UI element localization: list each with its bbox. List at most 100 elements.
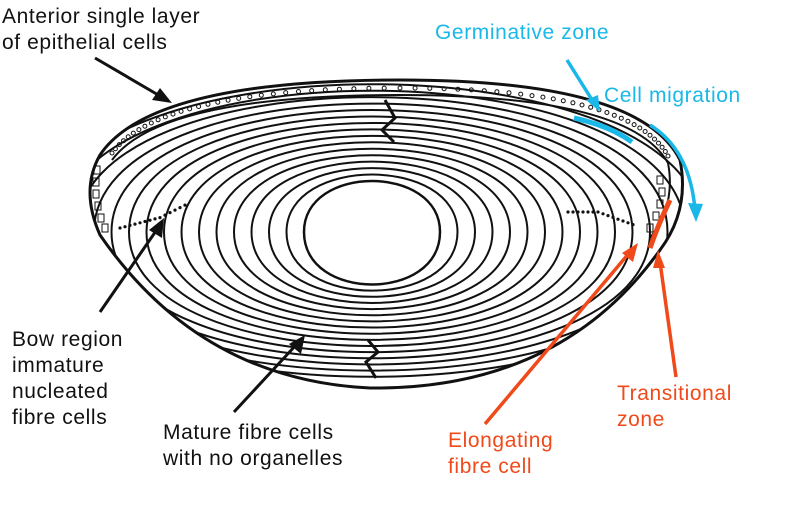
germinative-zone-marker	[565, 59, 634, 145]
fibre-nucleus	[581, 210, 585, 214]
fibre-nucleus	[148, 218, 152, 222]
epithelial-cell	[381, 85, 387, 91]
epithelial-cell	[258, 92, 264, 98]
fibre-nucleus	[621, 219, 625, 223]
epithelial-cell	[588, 104, 594, 110]
epithelial-cell	[625, 118, 631, 124]
epithelial-cell	[162, 114, 168, 120]
fibre-nucleus	[183, 203, 187, 207]
epithelial-cell	[296, 89, 301, 94]
fibre-ring	[92, 102, 652, 360]
fibre-ring	[180, 134, 564, 329]
epithelial-cell	[397, 85, 403, 91]
epithelial-cell	[97, 213, 105, 223]
epithelial-cell	[611, 112, 617, 118]
fibre-ring	[90, 96, 669, 366]
elongating-fibre-label: Elongating fibre cell	[448, 429, 554, 478]
epithelial-cell	[236, 95, 242, 101]
epithelial-cell	[652, 136, 657, 142]
epithelial-cell	[550, 96, 556, 102]
fibre-nucleus	[173, 208, 177, 212]
epithelial-cell	[518, 91, 524, 97]
anterior-layer-arrow	[94, 56, 172, 103]
fibre-nucleus	[123, 225, 127, 229]
epithelial-cell	[647, 132, 653, 138]
fibre-nucleus	[168, 211, 172, 215]
fibre-nucleus	[611, 215, 615, 219]
epithelial-cell	[656, 140, 661, 146]
fibre-ring	[232, 154, 512, 311]
epithelial-cell	[247, 94, 253, 100]
anterior-layer-label: Anterior single layer of epithelial cell…	[2, 5, 201, 54]
epithelial-cell	[142, 123, 148, 129]
fibre-nucleus	[626, 221, 630, 225]
mature-fibre-label: Mature fibre cells with no organelles	[163, 421, 344, 470]
anterior-suture	[379, 99, 397, 144]
epithelial-cell	[540, 94, 546, 100]
lens-capsule-outline	[88, 78, 684, 390]
fibre-ring	[285, 173, 459, 292]
epithelial-cell	[412, 85, 418, 91]
epithelial-layer-inner-line	[111, 93, 671, 239]
epithelial-cell	[662, 149, 668, 154]
epithelial-cell	[92, 189, 100, 199]
fibre-nucleus	[153, 217, 157, 221]
fibre-nucleus	[128, 223, 132, 227]
cell-migration-label: Cell migration	[604, 84, 741, 107]
epithelial-cell	[130, 130, 136, 136]
cell-migration-arrow	[649, 123, 703, 222]
epithelial-cell	[665, 153, 671, 159]
transitional-zone-label: Transitional zone	[617, 382, 732, 431]
fibre-nucleus	[178, 206, 182, 210]
epithelial-cell	[658, 187, 666, 197]
fibre-ring	[215, 147, 529, 317]
fibre-nucleus	[133, 222, 137, 226]
epithelial-cell	[570, 100, 576, 106]
epithelial-cell	[642, 129, 648, 134]
fibre-ring	[302, 179, 442, 286]
epithelial-cell	[618, 115, 624, 121]
epithelial-cell	[93, 165, 101, 175]
fibre-nucleus	[118, 226, 122, 230]
fibre-ring	[110, 109, 634, 354]
fibre-nucleus	[571, 210, 575, 214]
epithelial-cell	[604, 110, 610, 115]
epithelial-cell	[270, 91, 276, 97]
fibre-nucleus	[591, 210, 595, 214]
fibre-nucleus	[586, 210, 590, 214]
epithelial-cell	[652, 211, 660, 221]
fibre-nucleus	[601, 212, 605, 216]
epithelial-cell	[560, 98, 566, 104]
epithelial-cell	[225, 97, 231, 103]
fibre-nucleus	[566, 210, 570, 214]
fibre-ring	[127, 115, 617, 347]
epithelial-cell	[506, 90, 512, 96]
fibre-nucleus	[616, 217, 620, 221]
fibre-nucleus	[163, 213, 167, 217]
elongating-fibre-arrow	[483, 243, 638, 426]
epithelial-cell	[101, 223, 109, 233]
bow-region-arrow	[98, 218, 164, 313]
epithelial-cell	[155, 117, 161, 123]
fibre-ring	[250, 160, 494, 304]
epithelial-cell	[148, 120, 154, 126]
fibre-nucleus	[606, 214, 610, 218]
mature-fibre-arrow	[232, 335, 305, 414]
bow-region-nuclei	[118, 203, 635, 230]
bow-region-label: Bow region immature nucleated fibre cell…	[12, 328, 124, 429]
fibre-nucleus	[143, 219, 147, 224]
epithelial-cell	[659, 144, 665, 150]
epithelial-cell	[579, 102, 585, 108]
fibre-ring	[267, 167, 477, 298]
fibre-nucleus	[158, 216, 162, 220]
fibre-nucleus	[631, 223, 635, 227]
epithelial-cell	[529, 93, 535, 99]
epithelial-cell	[656, 175, 664, 185]
epithelial-cell	[109, 150, 115, 156]
posterior-suture	[364, 339, 381, 379]
epithelial-cell	[283, 90, 289, 96]
fibre-ring	[197, 141, 547, 323]
fibre-ring	[145, 121, 599, 341]
